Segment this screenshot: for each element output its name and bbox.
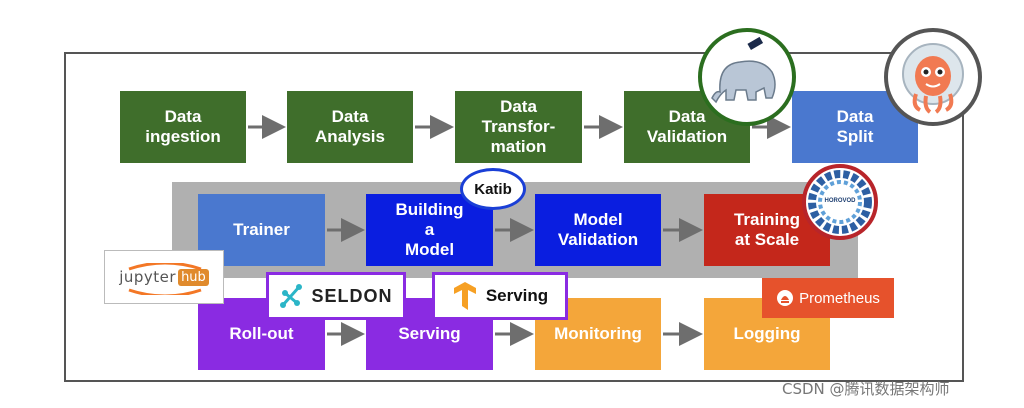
box-model-validation: Model Validation xyxy=(535,194,661,266)
jupyter-text: jupyter xyxy=(119,268,177,286)
prometheus-flame-icon xyxy=(777,290,794,306)
prometheus-logo: Prometheus xyxy=(762,278,894,318)
horovod-logo: HOROVOD xyxy=(802,164,878,240)
horovod-text: HOROVOD xyxy=(824,198,856,204)
box-data-transformation: Data Transfor- mation xyxy=(455,91,582,163)
box-building-a-model: Building a Model xyxy=(366,194,493,266)
seldon-logo: SELDON xyxy=(266,272,406,320)
horovod-icon xyxy=(808,170,872,234)
seldon-text: SELDON xyxy=(311,285,393,306)
box-data-ingestion: Data ingestion xyxy=(120,91,246,163)
prometheus-text: Prometheus xyxy=(799,289,880,307)
box-data-analysis: Data Analysis xyxy=(287,91,413,163)
hadoop-elephant-logo xyxy=(698,28,796,126)
tensorflow-icon xyxy=(453,282,476,310)
jupyter-orbit-icon xyxy=(128,263,202,295)
katib-logo: Katib xyxy=(460,168,526,210)
box-trainer: Trainer xyxy=(198,194,325,266)
argo-octopus-logo xyxy=(884,28,982,126)
tf-serving-text: Serving xyxy=(485,286,549,305)
watermark: CSDN @腾讯数据架构师 xyxy=(782,380,950,398)
hub-text: hub xyxy=(178,268,209,286)
elephant-icon xyxy=(711,36,776,104)
diagram-frame xyxy=(64,52,964,382)
jupyterhub-logo: jupyter hub xyxy=(104,250,224,304)
octopus-icon xyxy=(902,43,964,114)
seldon-icon xyxy=(280,284,303,308)
tf-serving-logo: Serving xyxy=(432,272,568,320)
